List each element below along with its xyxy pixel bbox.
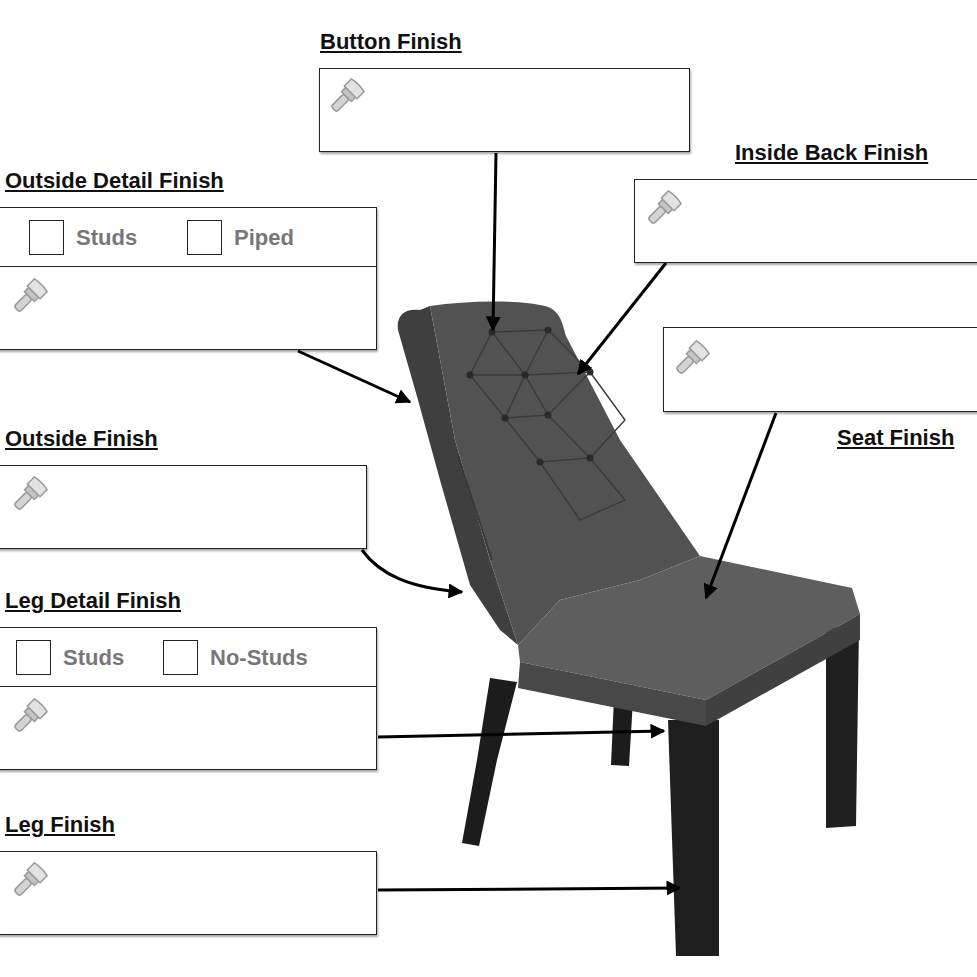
leader-arrow — [578, 263, 666, 374]
tufting-button — [522, 372, 529, 379]
brush-icon — [10, 476, 47, 513]
field-heading: Inside Back Finish — [735, 140, 928, 166]
tufting-button — [537, 459, 544, 466]
leader-arrow — [706, 413, 776, 598]
option-label: Studs — [63, 645, 124, 671]
checkbox — [29, 220, 64, 255]
tufting-button — [545, 327, 552, 334]
tufting — [492, 330, 548, 375]
finish-field: Button Finish — [319, 68, 690, 152]
finish-field: Seat Finish — [663, 327, 977, 412]
finish-field: Leg Finish — [0, 851, 377, 935]
tufting — [505, 415, 590, 462]
tufting — [590, 372, 625, 458]
leader-arrow — [378, 731, 664, 737]
option-label: Piped — [234, 225, 294, 251]
finish-field: Leg Detail FinishStudsNo-Studs — [0, 627, 377, 770]
checkbox — [163, 640, 198, 675]
chair-upholstery — [398, 302, 860, 727]
tufting-button — [587, 369, 594, 376]
leader-arrow — [298, 153, 776, 890]
finish-field: Inside Back Finish — [634, 179, 977, 263]
field-heading: Outside Finish — [5, 426, 158, 452]
finish-field: Outside Detail FinishStudsPiped — [0, 207, 377, 350]
checkbox — [16, 640, 51, 675]
field-heading: Button Finish — [320, 29, 462, 55]
leader-arrow — [493, 153, 496, 330]
leader-arrow — [378, 888, 680, 890]
option-label: Studs — [76, 225, 137, 251]
chair-upholstery — [458, 455, 492, 560]
brush-icon — [10, 278, 47, 315]
field-heading: Outside Detail Finish — [5, 168, 224, 194]
brush-icon — [10, 78, 709, 899]
option-row: Studs Piped — [0, 208, 376, 267]
chair-legs — [462, 678, 517, 846]
tufting-button — [587, 455, 594, 462]
field-heading: Leg Finish — [5, 812, 115, 838]
leader-arrow — [298, 351, 410, 402]
tufting — [470, 330, 590, 418]
tufting-button — [467, 372, 474, 379]
tufting-button — [502, 415, 509, 422]
tufting-button — [467, 327, 594, 466]
brush-icon — [644, 190, 681, 227]
leader-arrow — [362, 550, 462, 592]
tufting — [540, 458, 625, 520]
brush-icon — [10, 862, 47, 899]
tufting — [470, 330, 625, 520]
chair-upholstery — [706, 614, 860, 726]
tufting — [505, 375, 548, 418]
checkbox — [187, 220, 222, 255]
brush-icon — [672, 340, 709, 377]
option-row: Studs No-Studs — [0, 628, 376, 687]
chair-upholstery — [518, 662, 706, 726]
tufting-button — [545, 412, 552, 419]
tufting — [470, 372, 590, 375]
option-label: No-Studs — [210, 645, 308, 671]
chair-legs — [826, 626, 859, 828]
field-heading: Seat Finish — [837, 425, 954, 451]
finish-field: Outside Finish — [0, 465, 367, 549]
chair-legs — [668, 720, 719, 956]
brush-icon — [327, 78, 364, 115]
brush-icon — [10, 698, 47, 735]
field-heading: Leg Detail Finish — [5, 588, 181, 614]
